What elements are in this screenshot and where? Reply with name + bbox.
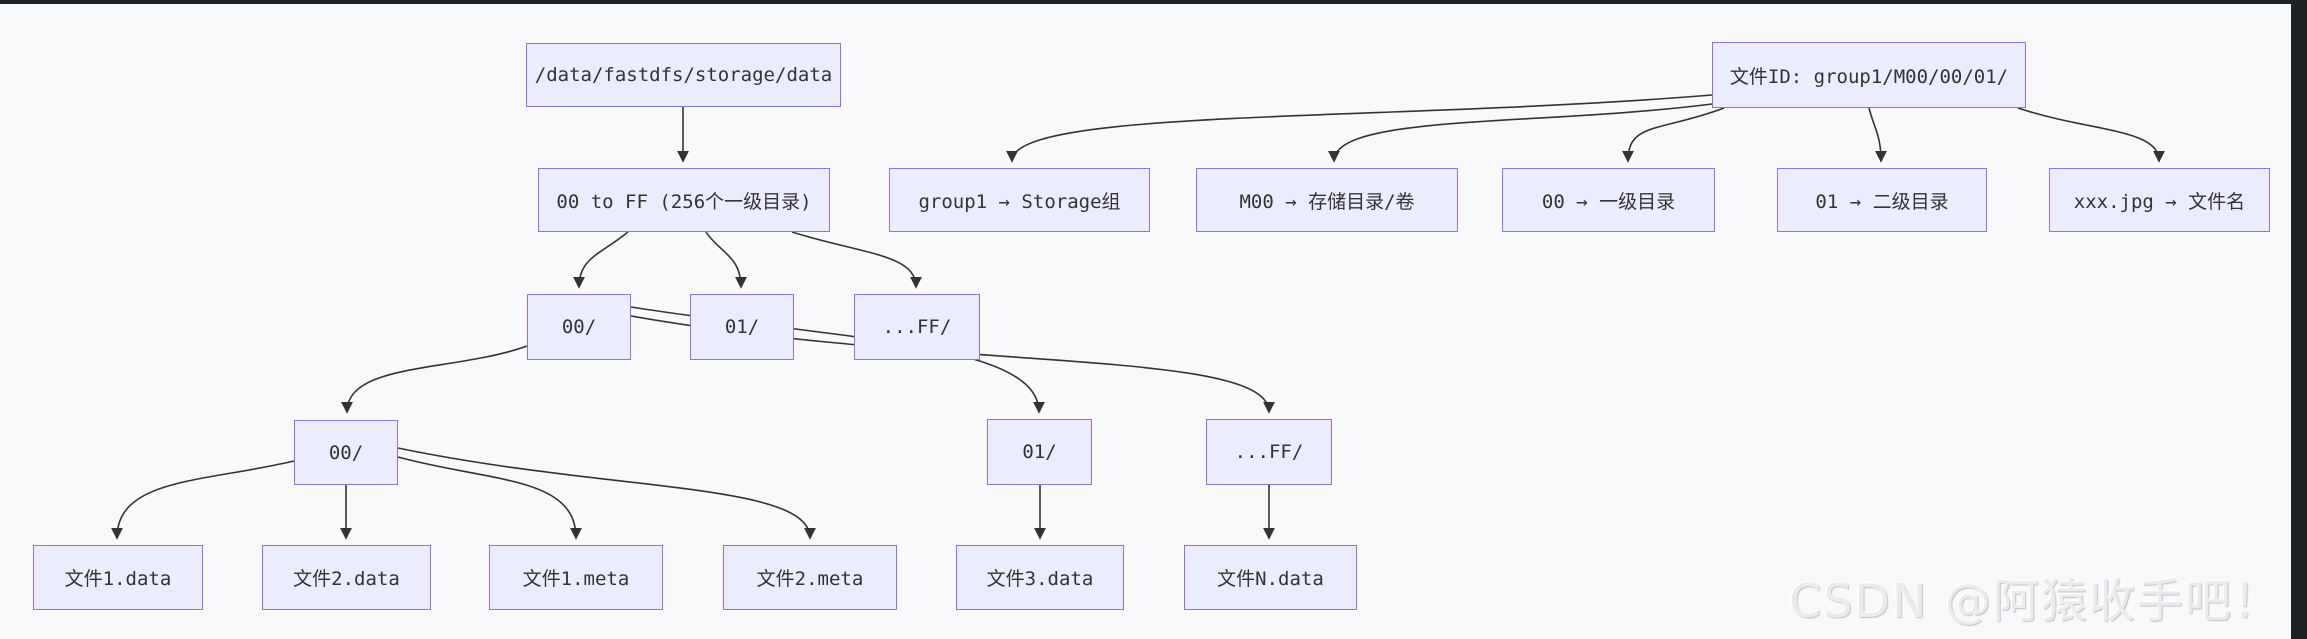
node-d2-01: 01/	[987, 419, 1092, 485]
node-f1data: 文件1.data	[33, 545, 203, 610]
node-fname: xxx.jpg → 文件名	[2049, 168, 2270, 232]
node-d2-ff: ...FF/	[1206, 419, 1332, 485]
edge-range-to-d1-00	[573, 231, 629, 289]
node-f2meta: 文件2.meta	[723, 545, 897, 610]
right-dark-bar	[2291, 0, 2307, 639]
node-fndata: 文件N.data	[1184, 545, 1357, 610]
edge-fileid-to-fname	[2017, 107, 2165, 163]
csdn-watermark: CSDN @阿猿收手吧！	[1789, 574, 2281, 628]
edge-fileid-to-lvl2	[1868, 107, 1887, 163]
node-f3data: 文件3.data	[956, 545, 1124, 610]
edge-fileid-to-lvl1	[1622, 107, 1725, 163]
node-root: /data/fastdfs/storage/data	[526, 43, 841, 107]
node-group: group1 → Storage组	[889, 168, 1150, 232]
node-f1meta: 文件1.meta	[489, 545, 663, 610]
edge-fileid-to-m00	[1328, 103, 1713, 163]
node-fileid: 文件ID: group1/M00/00/01/	[1712, 42, 2026, 108]
edge-d2-00-to-f2meta	[397, 447, 816, 540]
edge-range-to-d1-ff	[791, 231, 922, 289]
node-m00: M00 → 存储目录/卷	[1196, 168, 1458, 232]
node-range: 00 to FF (256个一级目录)	[538, 168, 830, 232]
edge-fileid-to-group	[1006, 94, 1713, 163]
node-d1-00: 00/	[527, 294, 631, 360]
node-f2data: 文件2.data	[262, 545, 431, 610]
edge-d2-00-to-f1meta	[397, 456, 582, 540]
node-d2-00: 00/	[294, 420, 398, 485]
edge-d2-00-to-f1data	[111, 460, 295, 540]
edges-group	[111, 94, 2165, 540]
top-dark-bar	[0, 0, 2307, 4]
node-lvl2: 01 → 二级目录	[1777, 168, 1987, 232]
edge-d1-00-to-d2-00	[341, 345, 528, 414]
node-d1-ff: ...FF/	[854, 294, 980, 360]
edge-range-to-d1-01	[705, 231, 747, 289]
node-d1-01: 01/	[690, 294, 794, 360]
node-lvl1: 00 → 一级目录	[1502, 168, 1715, 232]
